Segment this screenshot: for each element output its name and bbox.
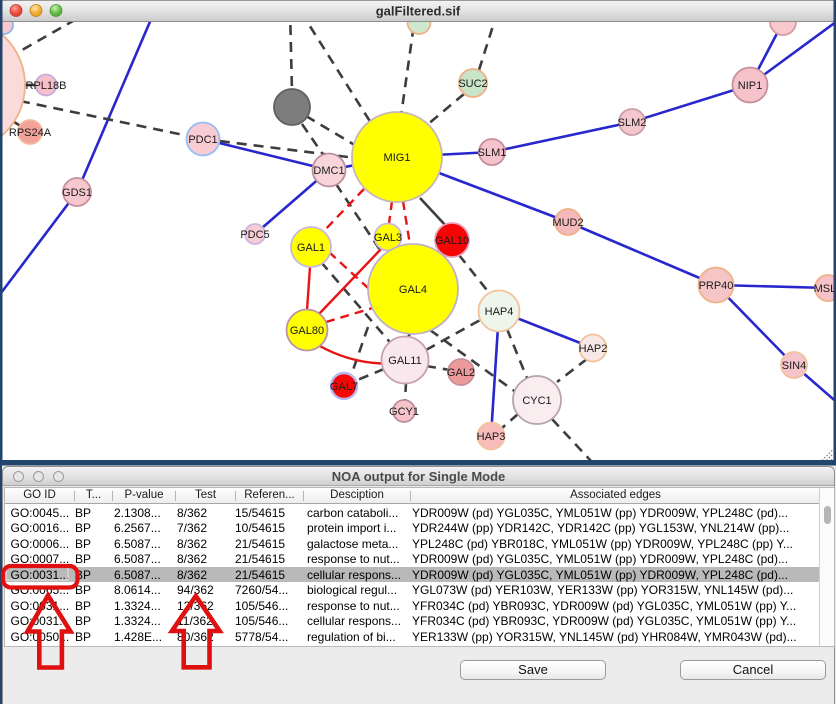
svg-text:MSL5: MSL5 xyxy=(814,283,836,295)
svg-text:GAL7: GAL7 xyxy=(330,381,358,393)
svg-text:PDC5: PDC5 xyxy=(240,229,269,241)
svg-text:GAL11: GAL11 xyxy=(388,355,421,367)
svg-text:SIN4: SIN4 xyxy=(782,360,806,372)
svg-text:GCY1: GCY1 xyxy=(389,406,419,418)
svg-text:HAP4: HAP4 xyxy=(485,306,514,318)
svg-text:SLM2: SLM2 xyxy=(618,117,647,129)
svg-text:GAL4: GAL4 xyxy=(399,284,427,296)
svg-text:PDC1: PDC1 xyxy=(188,134,217,146)
svg-text:DMC1: DMC1 xyxy=(313,165,344,177)
svg-text:galFiltered.sif: galFiltered.sif xyxy=(376,4,461,19)
svg-text:GAL1: GAL1 xyxy=(297,242,325,254)
svg-text:MUD2: MUD2 xyxy=(552,217,583,229)
svg-text:CYC1: CYC1 xyxy=(522,395,551,407)
svg-text:MIG1: MIG1 xyxy=(384,152,411,164)
svg-text:GAL10: GAL10 xyxy=(435,235,469,247)
svg-text:HAP3: HAP3 xyxy=(477,431,506,443)
svg-text:HAP2: HAP2 xyxy=(579,343,608,355)
svg-text:GAL80: GAL80 xyxy=(290,325,324,337)
svg-text:RPL18B: RPL18B xyxy=(26,80,67,92)
svg-text:GAL2: GAL2 xyxy=(447,367,475,379)
svg-text:GAL3: GAL3 xyxy=(374,232,402,244)
svg-text:PRP40: PRP40 xyxy=(699,280,734,292)
svg-text:NIP1: NIP1 xyxy=(738,80,762,92)
svg-text:SLM1: SLM1 xyxy=(478,147,507,159)
svg-text:GDS1: GDS1 xyxy=(62,187,92,199)
svg-text:RPS24A: RPS24A xyxy=(9,127,52,139)
svg-text:SUC2: SUC2 xyxy=(458,78,487,90)
